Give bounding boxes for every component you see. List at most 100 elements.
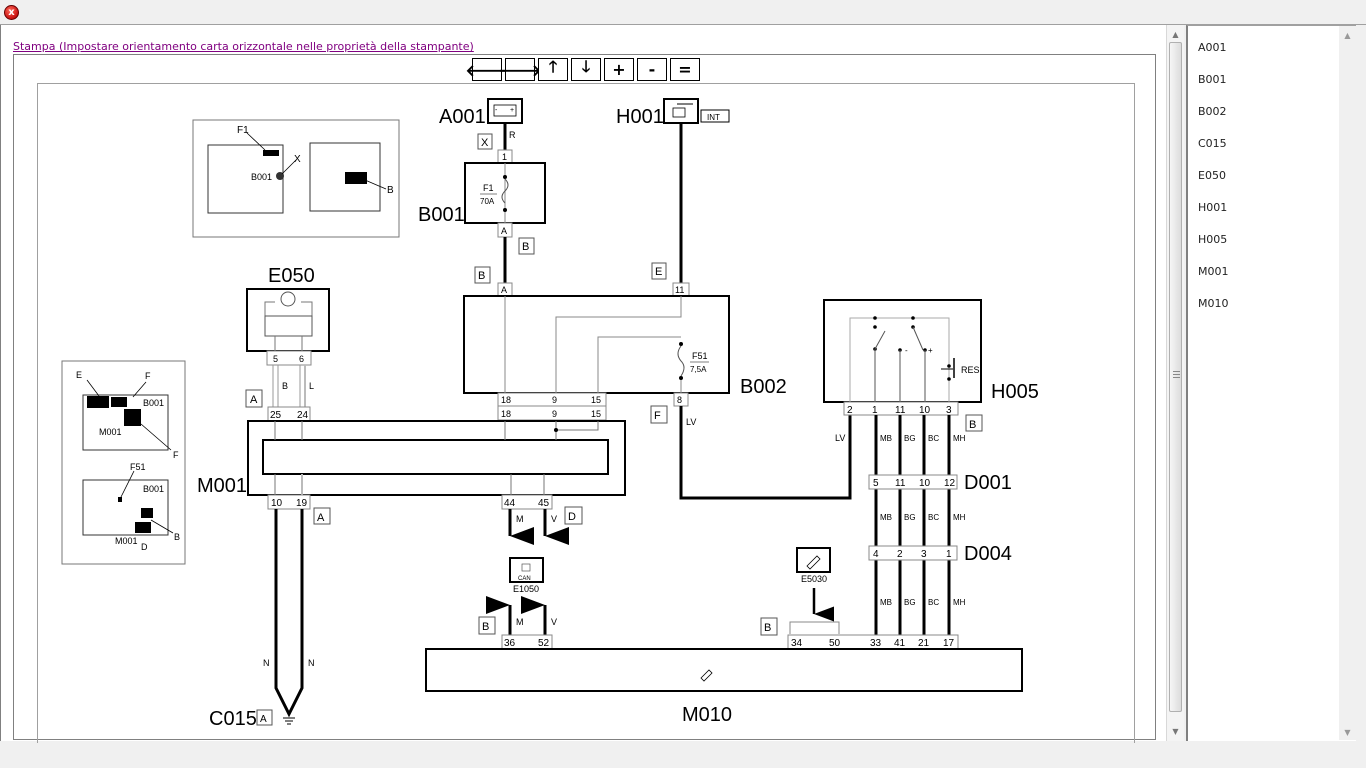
fuse-icon	[501, 178, 509, 204]
cruise-control-icon	[280, 291, 296, 307]
loc-tag-m010-b1: B	[482, 621, 489, 633]
inset-b001-location: F1 X B001 B	[192, 119, 400, 238]
component-h001[interactable]: H001 INT	[616, 98, 730, 128]
pin-d004-1: 1	[946, 549, 952, 560]
loc-tag-b001-b: B	[522, 241, 529, 253]
component-m001[interactable]: M001	[197, 420, 626, 497]
wire-color-a001: R	[509, 130, 516, 140]
b002-label: B002	[740, 376, 787, 398]
pin-d004-4: 4	[873, 549, 879, 560]
zoom-in-button[interactable]: +	[604, 58, 634, 81]
c015-label: C015	[209, 708, 257, 730]
b001-label: B001	[418, 204, 465, 226]
grip-icon	[1173, 371, 1180, 378]
pin-m001-44: 44	[504, 498, 516, 509]
h001-int-label: INT	[707, 113, 720, 122]
pin-m010-50: 50	[829, 638, 841, 649]
scroll-up-arrow-icon[interactable]: ▲	[1344, 31, 1351, 40]
arrow-left-icon: 🡐	[465, 60, 509, 80]
print-link[interactable]: Stampa (Impostare orientamento carta ori…	[13, 40, 474, 53]
wire-color-m-bottom: M	[516, 617, 524, 627]
close-button[interactable]: x	[4, 5, 19, 20]
pin-d001-5: 5	[873, 478, 879, 489]
pan-left-button[interactable]: 🡐	[466, 58, 508, 81]
wire-labels-row1: MB BG BC MH	[880, 434, 966, 443]
scroll-thumb[interactable]	[1169, 42, 1182, 712]
wire-color-bg: BG	[904, 598, 916, 607]
component-b002[interactable]: F51 7,5A B002	[463, 295, 787, 398]
component-list-item[interactable]: C015	[1198, 137, 1227, 150]
component-list-item[interactable]: B001	[1198, 73, 1227, 86]
wire-color-h005-2: LV	[835, 433, 845, 443]
loc-tag-b002-b: B	[478, 270, 485, 282]
pan-up-button[interactable]: 🡑	[538, 57, 568, 81]
component-e5030[interactable]: E5030	[796, 547, 831, 584]
inset-b001-label: B001	[143, 398, 164, 408]
diagram-scrollbar[interactable]: ▲ ▼	[1166, 25, 1184, 741]
component-c015[interactable]: C015 A	[209, 708, 273, 730]
pan-right-button[interactable]: 🡒	[499, 58, 541, 81]
pin-h005-3: 3	[946, 405, 952, 416]
wire-color-e050-5: B	[282, 381, 288, 391]
component-list: A001 B001 B002 C015 E050 H001 H005 M001 …	[1198, 40, 1229, 328]
d001-label: D001	[964, 472, 1012, 494]
plus-icon: +	[612, 60, 626, 79]
d001-connector[interactable]: 5 11 10 12 D001	[873, 472, 1012, 494]
equals-icon: =	[678, 60, 692, 79]
wire-color-b002-8: LV	[686, 417, 696, 427]
wire-color-v-bottom: V	[551, 617, 557, 627]
zoom-reset-button[interactable]: =	[670, 58, 700, 81]
inset-b-label: B	[387, 185, 394, 196]
pin-m001-10: 10	[271, 498, 283, 509]
wire-color-n2: N	[308, 658, 315, 668]
d004-connector[interactable]: 4 2 3 1 D004	[873, 543, 1012, 565]
pin-b002-8: 8	[677, 395, 682, 405]
component-list-item[interactable]: M001	[1198, 265, 1229, 278]
component-list-item[interactable]: E050	[1198, 169, 1226, 182]
pin-h005-1: 1	[872, 405, 878, 416]
inset-b001-label: B001	[251, 172, 272, 182]
wire-color-e050-6: L	[309, 381, 314, 391]
pan-down-button[interactable]: 🡓	[571, 57, 601, 81]
wire-color-mh: MH	[953, 513, 966, 522]
inset-d-label: D	[141, 542, 148, 552]
wire-color-bc: BC	[928, 513, 939, 522]
inset-m001-label: M001	[99, 427, 122, 437]
wire-color-mb: MB	[880, 434, 892, 443]
inset-f-label: F	[145, 371, 151, 381]
pin-h005-2: 2	[847, 405, 853, 416]
can-label: CAN	[518, 576, 531, 582]
component-a001[interactable]: A001 -+	[439, 98, 523, 128]
inset-m001-location: E F B001 M001 F F51 B001 M001 D B	[61, 360, 186, 565]
pin-m010-41: 41	[894, 638, 906, 649]
pin-m010-36: 36	[504, 638, 516, 649]
wire-color-mh: MH	[953, 598, 966, 607]
fuse-icon	[677, 345, 685, 377]
pin-b001-1: 1	[502, 152, 507, 162]
loc-tag-e050-a: A	[250, 394, 258, 406]
zoom-out-button[interactable]: -	[637, 58, 667, 81]
component-list-scrollbar[interactable]: ▲ ▼	[1339, 26, 1356, 740]
loc-tag-c015-a: A	[260, 714, 267, 725]
component-list-item[interactable]: H001	[1198, 201, 1228, 214]
component-list-item[interactable]: H005	[1198, 233, 1228, 246]
d004-label: D004	[964, 543, 1012, 565]
pin-b001-a: A	[501, 226, 507, 236]
scroll-up-arrow-icon[interactable]: ▲	[1172, 30, 1179, 39]
scroll-down-arrow-icon[interactable]: ▼	[1344, 728, 1351, 737]
component-b001[interactable]: F1 70A B001	[418, 162, 546, 226]
scroll-down-arrow-icon[interactable]: ▼	[1172, 727, 1179, 736]
component-e1050[interactable]: CAN E1050	[509, 557, 544, 594]
component-h005[interactable]: - + RES H005	[823, 299, 1039, 403]
component-e050[interactable]: E050	[246, 265, 330, 352]
component-list-item[interactable]: A001	[1198, 41, 1227, 54]
wire-color-n1: N	[263, 658, 270, 668]
wire-color-bc: BC	[928, 434, 939, 443]
arrow-right-icon: 🡒	[498, 60, 542, 80]
pin-m010-21: 21	[918, 638, 930, 649]
component-m010[interactable]: M010	[425, 648, 1023, 726]
component-list-item[interactable]: B002	[1198, 105, 1227, 118]
pin-m001-15: 15	[591, 409, 601, 419]
component-list-item[interactable]: M010	[1198, 297, 1229, 310]
svg-text:-: -	[905, 346, 908, 355]
